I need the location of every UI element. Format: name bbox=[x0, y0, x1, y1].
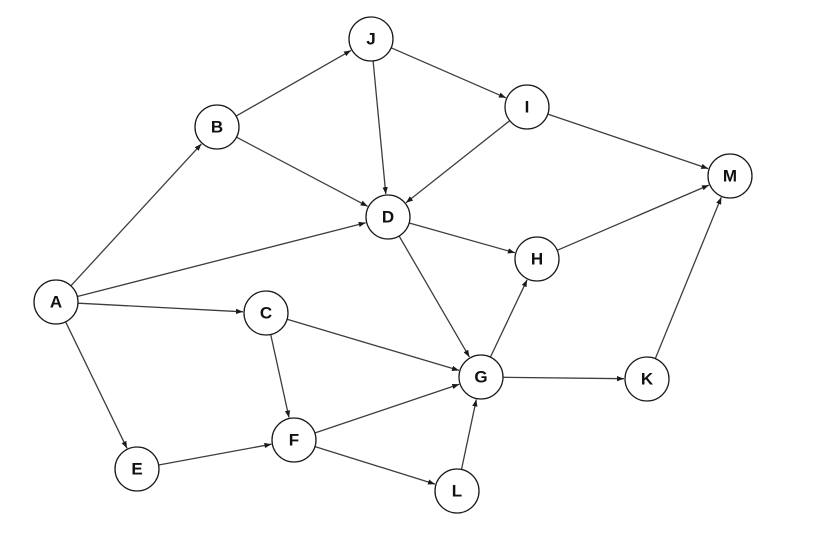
node-c: C bbox=[243, 290, 289, 336]
edge-e-to-f bbox=[158, 442, 272, 466]
node-a: A bbox=[33, 279, 79, 325]
edge-f-to-l bbox=[314, 445, 436, 485]
node-k: K bbox=[624, 356, 670, 402]
node-label: J bbox=[366, 29, 375, 48]
node-label: D bbox=[382, 207, 394, 226]
node-label: C bbox=[260, 303, 272, 322]
node-label: E bbox=[131, 459, 142, 478]
node-circle bbox=[707, 153, 753, 199]
node-circle bbox=[514, 236, 560, 282]
edge-d-to-h bbox=[409, 222, 516, 254]
edge-d-to-g bbox=[398, 235, 470, 358]
node-label: F bbox=[289, 430, 299, 449]
node-circle bbox=[434, 468, 480, 514]
edge-j-to-i bbox=[390, 47, 507, 99]
edge-b-to-d bbox=[236, 136, 368, 207]
node-circle bbox=[114, 446, 160, 492]
node-circle bbox=[33, 279, 79, 325]
node-circle bbox=[271, 417, 317, 463]
edge-l-to-g bbox=[460, 399, 478, 470]
node-g: G bbox=[458, 354, 504, 400]
edge-a-to-e bbox=[65, 321, 128, 449]
edge-a-to-b bbox=[70, 143, 202, 287]
node-circle bbox=[365, 194, 411, 240]
edge-j-to-d bbox=[372, 60, 388, 195]
edge-g-to-k bbox=[502, 375, 625, 382]
node-d: D bbox=[365, 194, 411, 240]
node-label: I bbox=[525, 97, 530, 116]
node-label: L bbox=[452, 481, 462, 500]
edge-a-to-c bbox=[77, 302, 244, 315]
node-j: J bbox=[348, 16, 394, 62]
edge-f-to-g bbox=[314, 383, 460, 434]
node-label: K bbox=[641, 369, 654, 388]
nodes-layer: A B C D E F G H I J K L M bbox=[33, 16, 753, 514]
node-circle bbox=[243, 290, 289, 336]
edge-b-to-j bbox=[235, 49, 352, 117]
node-circle bbox=[624, 356, 670, 402]
node-circle bbox=[194, 104, 240, 150]
node-label: G bbox=[474, 367, 487, 386]
node-circle bbox=[348, 16, 394, 62]
node-label: M bbox=[723, 166, 737, 185]
edge-h-to-m bbox=[556, 184, 710, 251]
edge-i-to-d bbox=[405, 120, 511, 204]
node-circle bbox=[458, 354, 504, 400]
node-label: A bbox=[50, 292, 62, 311]
edge-a-to-d bbox=[77, 221, 366, 298]
node-m: M bbox=[707, 153, 753, 199]
edge-k-to-m bbox=[654, 197, 722, 359]
node-label: H bbox=[531, 249, 543, 268]
node-label: B bbox=[211, 117, 223, 136]
node-b: B bbox=[194, 104, 240, 150]
edge-i-to-m bbox=[547, 113, 709, 170]
node-circle bbox=[504, 84, 550, 130]
edges-layer bbox=[65, 47, 722, 485]
node-e: E bbox=[114, 446, 160, 492]
edge-c-to-f bbox=[270, 334, 291, 418]
node-h: H bbox=[514, 236, 560, 282]
edge-g-to-h bbox=[489, 279, 528, 358]
edge-c-to-g bbox=[286, 318, 460, 372]
node-f: F bbox=[271, 417, 317, 463]
node-l: L bbox=[434, 468, 480, 514]
node-i: I bbox=[504, 84, 550, 130]
